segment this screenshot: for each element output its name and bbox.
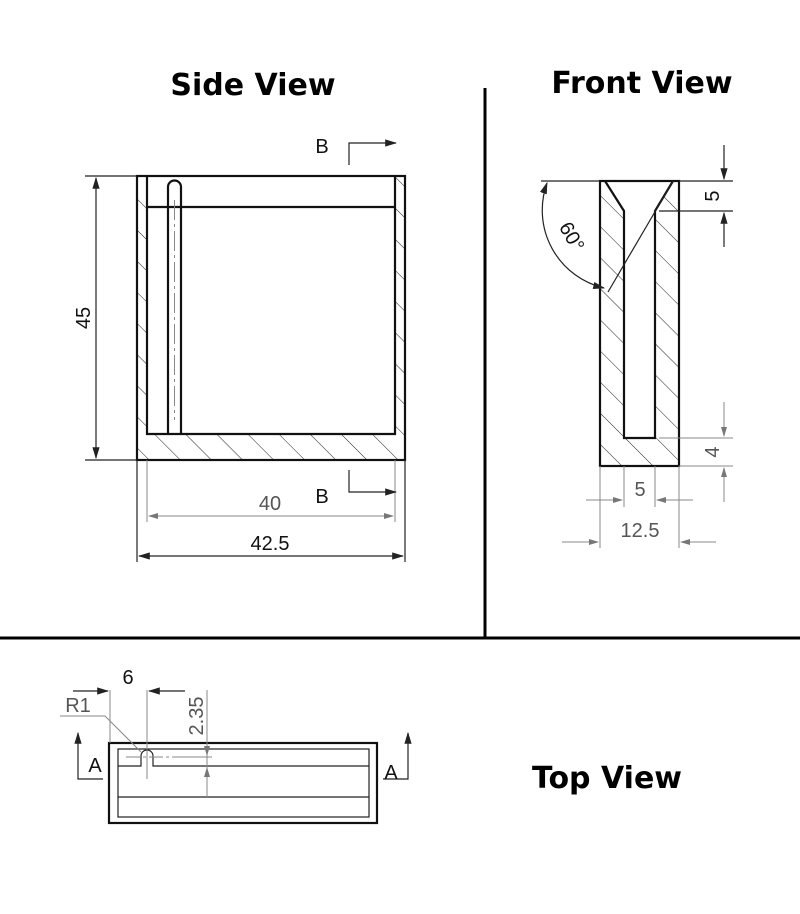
side-view: 45 40 42.5 B B bbox=[73, 136, 407, 562]
slot-dim: 2.35 bbox=[186, 697, 208, 736]
angle-dim: 60° bbox=[554, 218, 588, 255]
top-depth-dim: 5 bbox=[702, 190, 724, 201]
top-view-title: Top View bbox=[532, 761, 682, 796]
radius-dim: R1 bbox=[65, 695, 91, 717]
height-dim: 45 bbox=[73, 307, 95, 329]
section-a-left-label: A bbox=[88, 755, 102, 777]
section-a-right-label: A bbox=[384, 762, 398, 784]
side-view-title: Side View bbox=[170, 68, 335, 103]
overall-width-dim: 12.5 bbox=[621, 520, 660, 542]
bottom-thickness-dim: 4 bbox=[702, 446, 724, 457]
top-view: 6 R1 2.35 A A bbox=[60, 667, 412, 825]
slot-width-dim: 5 bbox=[634, 479, 645, 501]
outer-width-dim: 42.5 bbox=[251, 533, 290, 555]
section-b-bottom-label: B bbox=[315, 486, 328, 508]
offset-dim: 6 bbox=[122, 667, 133, 689]
front-view: 60° 5 4 5 12.5 bbox=[539, 145, 733, 548]
section-b-top-label: B bbox=[315, 136, 328, 158]
front-view-title: Front View bbox=[551, 66, 732, 101]
inner-width-dim: 40 bbox=[259, 493, 281, 515]
